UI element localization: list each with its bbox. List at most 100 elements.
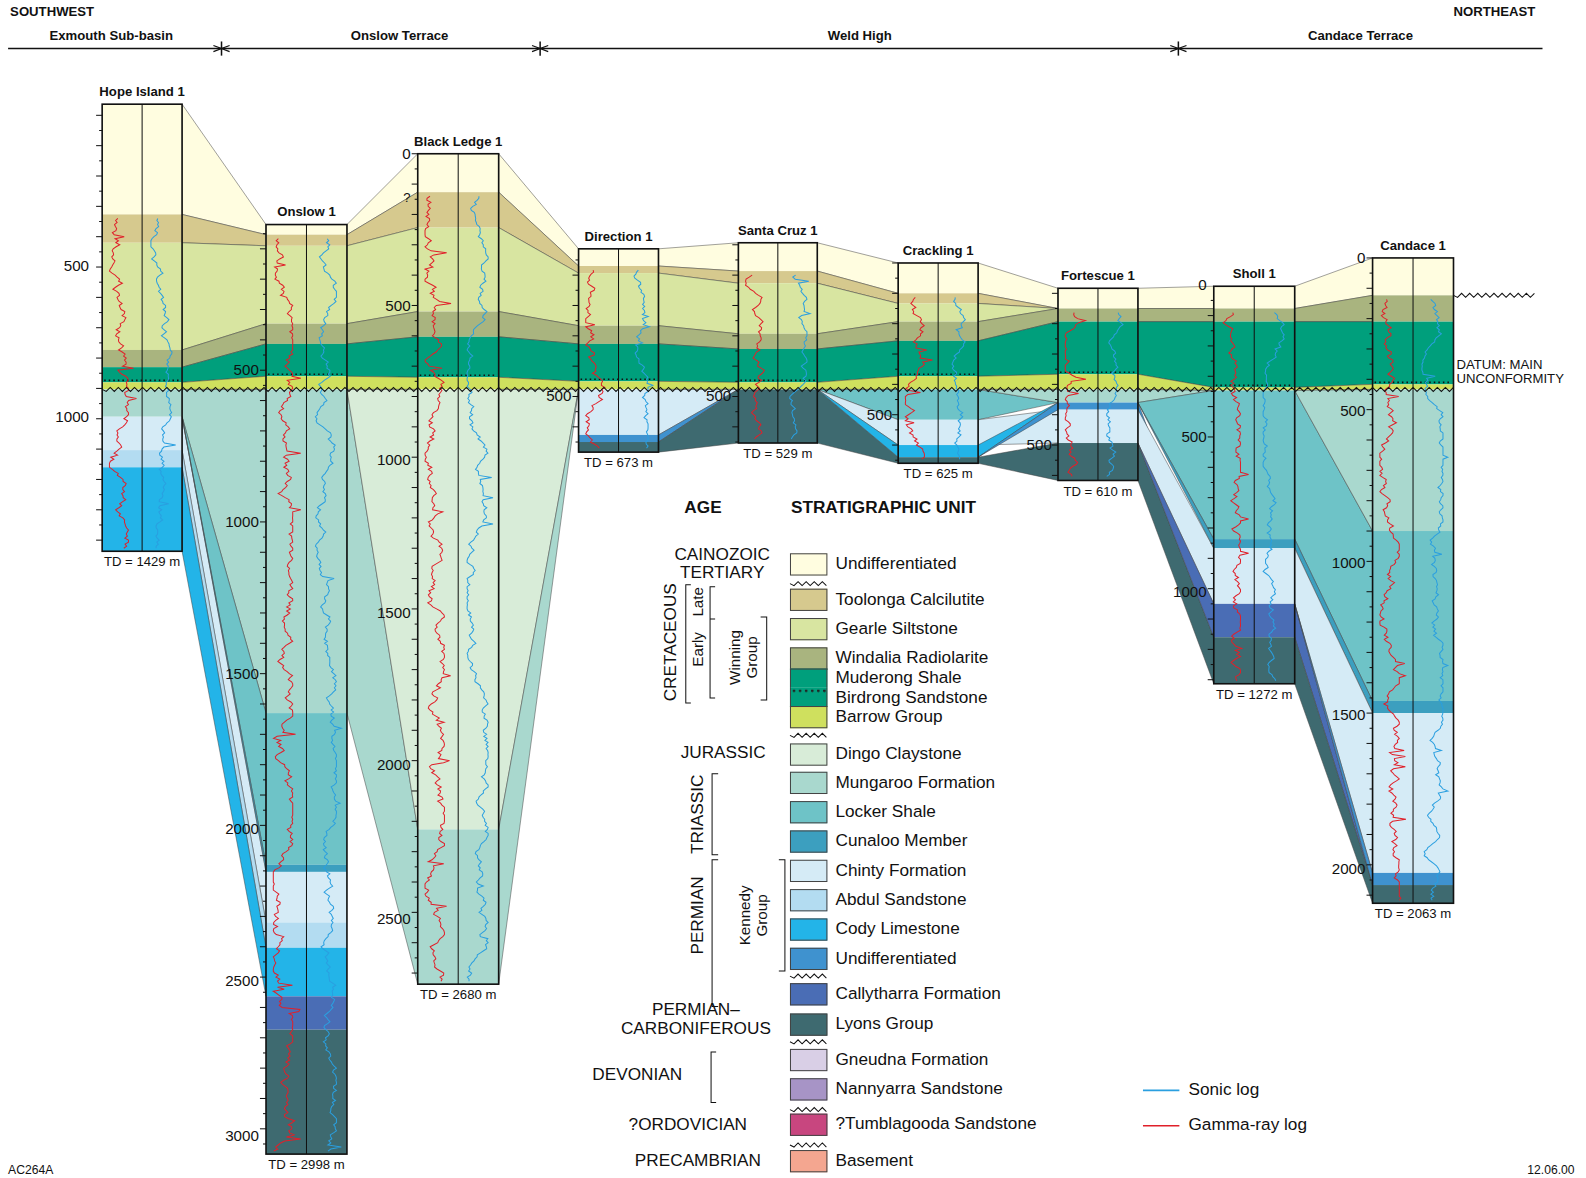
province-bar — [8, 48, 1542, 50]
section-label: PRECAMBRIAN — [635, 1152, 761, 1171]
legend-text: Abdul Sandstone — [835, 891, 966, 910]
well-name: Black Ledge 1 — [414, 134, 502, 148]
depth-tick — [260, 279, 266, 280]
depth-tick — [412, 366, 418, 367]
depth-tick — [415, 320, 418, 321]
depth-tick — [96, 540, 102, 541]
correlation-band — [978, 389, 1058, 402]
depth-tick — [412, 821, 418, 822]
depth-tick — [260, 1098, 266, 1099]
depth-tick — [1367, 318, 1373, 319]
legend-swatch — [790, 860, 827, 882]
depth-tick — [412, 517, 418, 518]
legend-text: Basement — [835, 1152, 912, 1171]
section-label: DEVONIAN — [592, 1066, 682, 1085]
legend-swatch — [790, 669, 827, 688]
legend-unconformity — [790, 1143, 826, 1147]
depth-tick — [1052, 354, 1058, 355]
legend-text: Gamma-ray log — [1188, 1116, 1306, 1135]
depth-tick — [892, 384, 898, 385]
depth-tick — [735, 320, 738, 321]
depth-tick — [1052, 293, 1058, 294]
depth-tick — [576, 350, 579, 351]
depth-tick — [260, 734, 266, 735]
depth-tick — [732, 244, 738, 245]
well-name: Direction 1 — [585, 229, 653, 243]
depth-tick — [1370, 879, 1373, 880]
depth-tick — [96, 479, 102, 480]
gamma-ray-log — [746, 275, 765, 439]
depth-tick — [576, 290, 579, 291]
section-label: AGE — [684, 499, 721, 518]
correlation-band — [182, 417, 266, 872]
depth-tick — [415, 259, 418, 260]
depth-tick — [895, 369, 898, 370]
depth-tick — [412, 882, 418, 883]
depth-tick — [96, 327, 102, 328]
depth-tick — [415, 593, 418, 594]
depth-tick — [572, 335, 578, 336]
depth-tick — [260, 582, 266, 583]
legend-text: Chinty Formation — [835, 861, 966, 880]
depth-label: 500 — [385, 298, 410, 315]
depth-tick — [415, 290, 418, 291]
depth-tick — [415, 957, 418, 958]
depth-tick — [892, 262, 898, 263]
total-depth: TD = 2998 m — [268, 1158, 344, 1172]
legend-swatch — [790, 1078, 827, 1100]
depth-tick — [263, 779, 266, 780]
depth-tick — [412, 760, 418, 761]
depth-tick — [260, 430, 266, 431]
sonic-log — [151, 218, 176, 548]
depth-tick — [1211, 421, 1214, 422]
depth-tick — [576, 442, 579, 443]
depth-tick — [96, 267, 102, 268]
legend-text: Windalia Radiolarite — [835, 649, 988, 668]
depth-tick — [96, 509, 102, 510]
age-bracket — [712, 774, 718, 855]
depth-tick — [415, 684, 418, 685]
depth-tick — [260, 886, 266, 887]
total-depth: TD = 1272 m — [1216, 688, 1292, 702]
well-name: Hope Island 1 — [99, 85, 185, 99]
depth-label: 500 — [546, 388, 571, 405]
correlation-band — [1295, 389, 1373, 531]
depth-tick — [1208, 619, 1214, 620]
correlation-band — [347, 389, 418, 984]
depth-label: 1000 — [377, 452, 411, 469]
track-divider — [777, 243, 778, 443]
legend-text: Toolonga Calcilutite — [835, 590, 984, 609]
correlation-band — [978, 374, 1058, 389]
well-column — [418, 154, 499, 984]
depth-label: 500 — [867, 406, 892, 423]
depth-tick — [415, 806, 418, 807]
legend-swatch — [790, 830, 827, 852]
depth-tick — [576, 381, 579, 382]
total-depth: TD = 673 m — [584, 456, 653, 470]
well-node: Santa Cruz 1TD = 529 m — [738, 243, 817, 443]
depth-tick — [1370, 819, 1373, 820]
depth-tick — [1208, 467, 1214, 468]
province-arrow — [213, 46, 229, 52]
depth-tick — [415, 775, 418, 776]
depth-tick — [1367, 288, 1373, 289]
depth-tick — [412, 275, 418, 276]
depth-tick — [732, 305, 738, 306]
legend-text: Locker Shale — [835, 803, 935, 822]
depth-tick — [99, 403, 102, 404]
age-bracket — [779, 860, 785, 971]
depth-tick — [1211, 603, 1214, 604]
track-divider — [306, 225, 307, 1155]
depth-tick — [96, 358, 102, 359]
depth-tick — [735, 411, 738, 412]
depth-tick — [412, 214, 418, 215]
correlation-band — [817, 389, 898, 463]
depth-tick — [1052, 414, 1058, 415]
depth-tick — [732, 426, 738, 427]
correlation-band — [978, 403, 1058, 458]
depth-tick — [415, 442, 418, 443]
depth-label: 500 — [234, 362, 259, 379]
well-column — [738, 243, 817, 443]
correlation-band — [182, 214, 266, 245]
depth-tick — [576, 259, 579, 260]
